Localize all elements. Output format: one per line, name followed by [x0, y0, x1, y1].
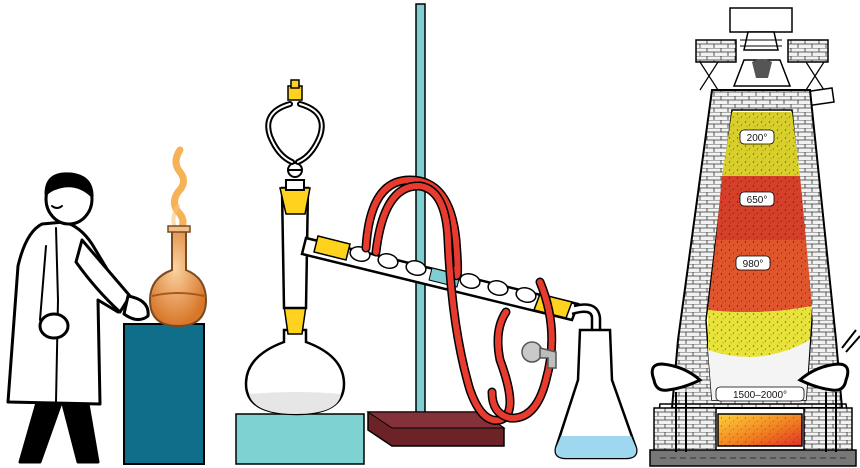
cooling-hose-long: [376, 186, 510, 420]
svg-text:200°: 200°: [747, 133, 768, 144]
svg-text:1500–2000°: 1500–2000°: [733, 390, 787, 401]
temp-label-1: 200°: [740, 130, 774, 144]
furnace-top-frame: [730, 8, 792, 32]
upper-ground-joint: [280, 188, 310, 214]
svg-text:650°: 650°: [747, 195, 768, 206]
svg-text:980°: 980°: [743, 259, 764, 270]
pedestal: [124, 324, 204, 464]
temp-label-2: 650°: [740, 192, 774, 206]
steam-icon: [174, 150, 183, 230]
erlenmeyer-receiver: [556, 330, 637, 458]
right-hand: [124, 296, 148, 320]
boiling-flask: [246, 330, 344, 414]
temp-label-3: 980°: [736, 256, 770, 270]
left-hand: [40, 314, 68, 338]
lab-coat: [8, 222, 123, 404]
lab-jack: [236, 414, 364, 464]
round-bottom-flask: [150, 226, 206, 326]
temp-label-5: 1500–2000°: [716, 387, 804, 401]
blast-furnace: 200° 650° 980° 1500–2000°: [650, 8, 860, 466]
stand-rod: [416, 4, 425, 414]
lower-ground-joint: [284, 306, 306, 334]
separatory-funnel: [268, 104, 322, 162]
